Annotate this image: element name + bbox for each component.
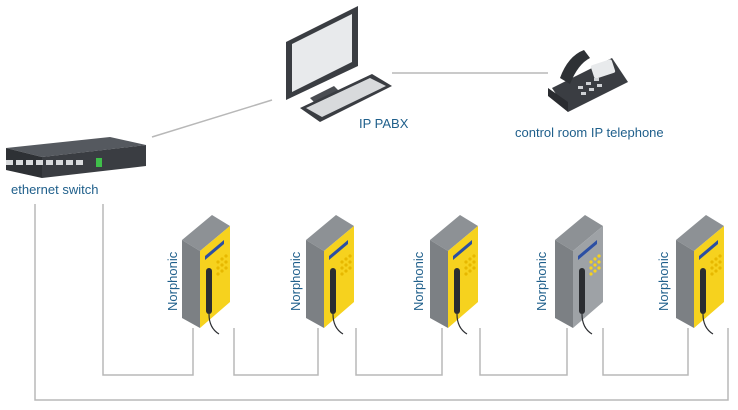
device-brand-label: Norphonic (534, 251, 549, 311)
industrial-telephone-icon (306, 215, 354, 335)
computer-icon (286, 6, 392, 122)
phone-label: control room IP telephone (515, 125, 664, 140)
device-brand-label: Norphonic (656, 251, 671, 311)
desk-phone-icon (548, 50, 628, 112)
connection-lines (34, 72, 729, 401)
industrial-telephone-icon (555, 215, 603, 335)
link-switch-pabx (151, 99, 273, 138)
link-phone2-phone3 (355, 328, 443, 376)
link-phone4-phone5 (602, 328, 689, 376)
device-brand-label: Norphonic (288, 251, 303, 311)
link-phone1-phone2 (233, 328, 319, 376)
industrial-telephone-icon (182, 215, 230, 335)
switch-label: ethernet switch (11, 182, 99, 197)
link-loop-back (34, 204, 729, 401)
link-phone3-phone4 (479, 328, 568, 376)
ethernet-switch-icon (6, 137, 146, 178)
link-switch-phone1 (102, 204, 194, 376)
pabx-label: IP PABX (359, 116, 409, 131)
industrial-telephone-icon (676, 215, 724, 335)
device-brand-label: Norphonic (411, 251, 426, 311)
device-brand-label: Norphonic (165, 251, 180, 311)
industrial-telephone-icon (430, 215, 478, 335)
